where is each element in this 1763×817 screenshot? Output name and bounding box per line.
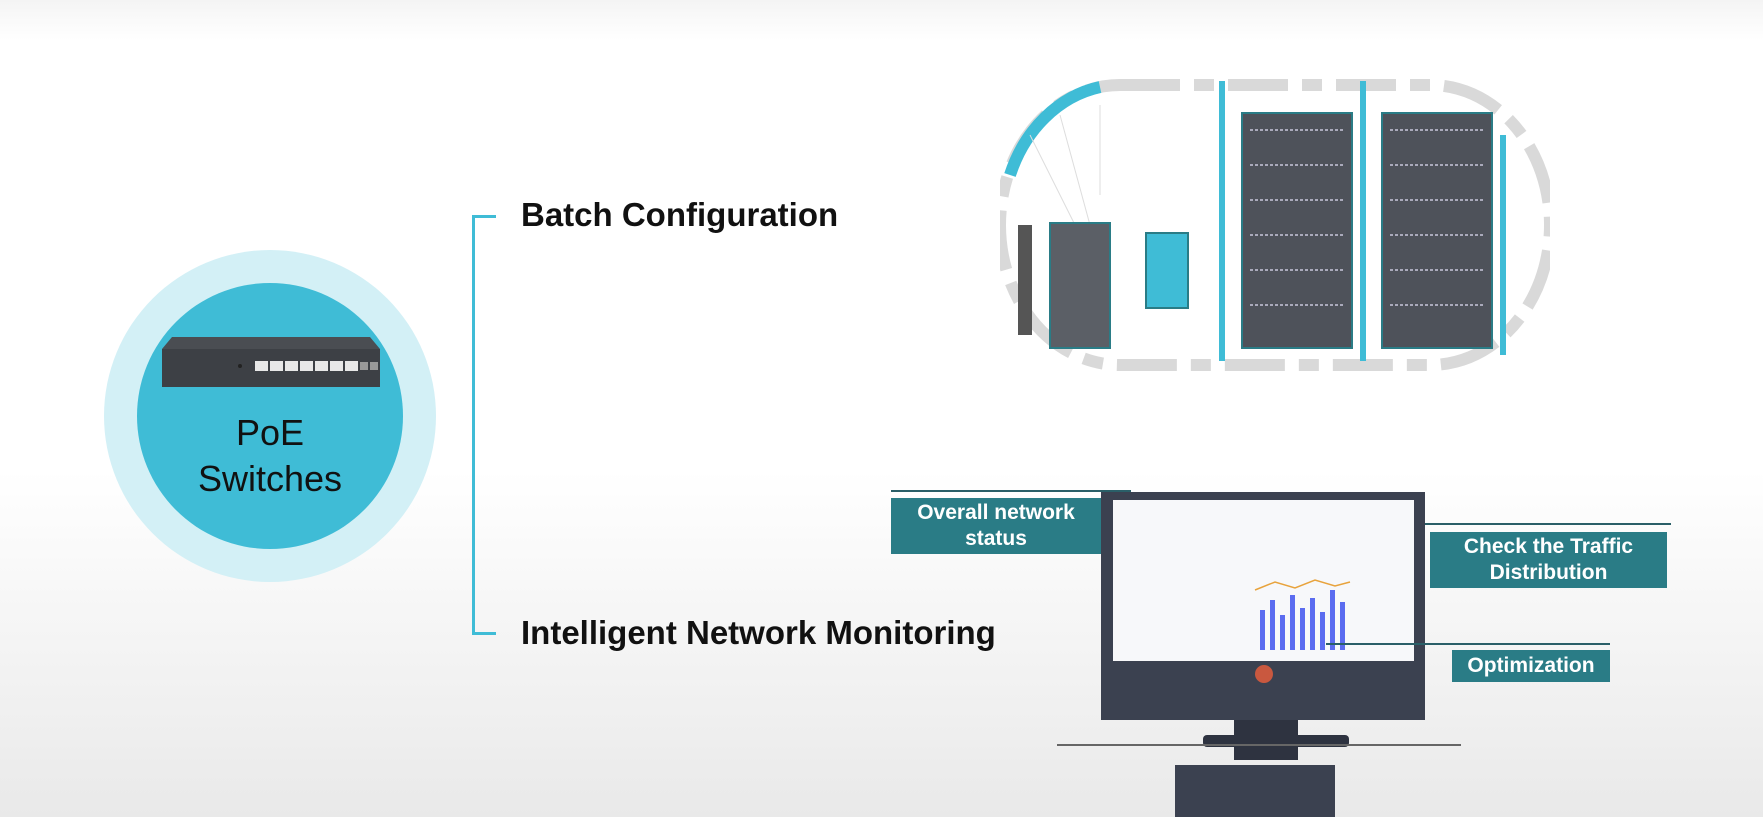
feature-bracket — [472, 216, 475, 634]
product-label-line1: PoE — [235, 412, 305, 453]
server-room-illustration — [1000, 79, 1550, 371]
product-label-line2: Switches — [197, 458, 343, 499]
product-label: PoE Switches — [137, 410, 403, 502]
callout-line — [1326, 643, 1610, 645]
monitor-illustration — [1057, 492, 1461, 817]
callout-optimization: Optimization — [1452, 650, 1610, 682]
callout-traffic: Check the Traffic Distribution — [1430, 532, 1667, 588]
callout-network-status: Overall network status — [891, 498, 1101, 554]
poe-switch-image — [162, 337, 380, 387]
bracket-tick — [472, 215, 496, 218]
feature-network-monitoring: Intelligent Network Monitoring — [521, 614, 996, 651]
feature-batch-configuration: Batch Configuration — [521, 196, 839, 233]
callout-line — [1425, 523, 1671, 525]
bracket-tick — [472, 632, 496, 635]
product-circle — [137, 283, 403, 549]
callout-line — [891, 490, 1131, 492]
